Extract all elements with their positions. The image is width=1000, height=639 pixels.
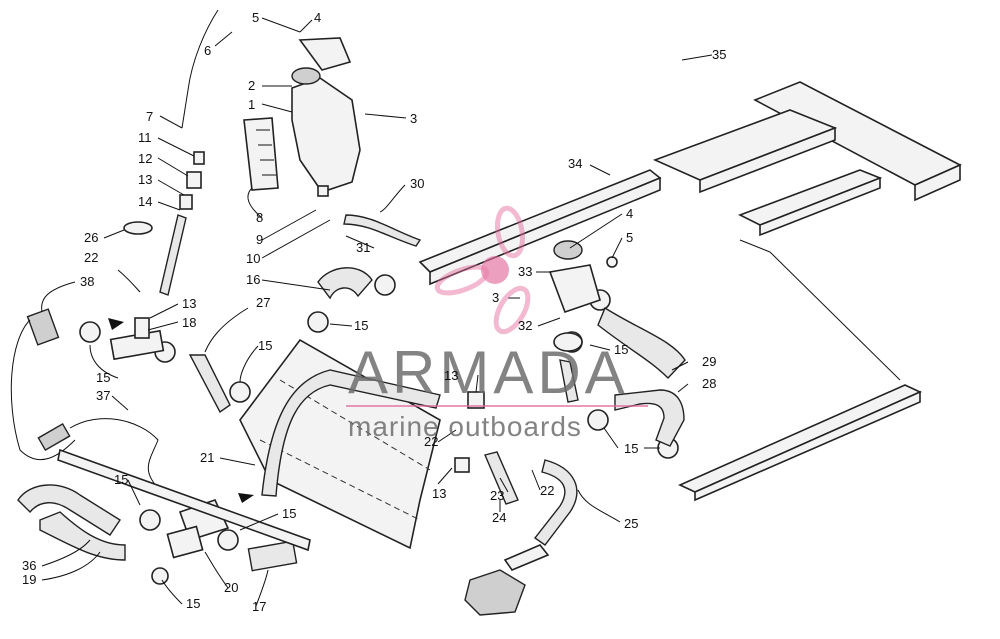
- callout-36: 36: [22, 558, 36, 573]
- callout-6: 6: [204, 43, 211, 58]
- thermostat-housing: [548, 240, 618, 352]
- callout-13c: 13: [444, 368, 458, 383]
- callout-5: 5: [252, 10, 259, 25]
- hose-28: [614, 389, 685, 447]
- callout-13: 13: [138, 172, 152, 187]
- callout-26: 26: [84, 230, 98, 245]
- callout-27: 27: [256, 295, 270, 310]
- armada-watermark: ARMADA marine outboards: [346, 205, 648, 442]
- callout-22: 22: [84, 250, 98, 265]
- callout-15a: 15: [354, 318, 368, 333]
- callout-15d: 15: [614, 342, 628, 357]
- callout-labels: 35 5 4 6 2 1 3 7 11 12 13 14 26 8 9 10 3…: [22, 10, 726, 614]
- water-pump: [464, 544, 550, 616]
- callout-13b: 13: [182, 296, 196, 311]
- hose-24: [484, 451, 519, 505]
- cooling-plate: [239, 338, 441, 550]
- callout-5b: 5: [626, 230, 633, 245]
- hose-29: [597, 306, 686, 380]
- callout-24: 24: [492, 510, 506, 525]
- elbow-16: [317, 267, 373, 300]
- callout-3: 3: [410, 111, 417, 126]
- coolant-reservoir: [291, 37, 361, 197]
- callout-4b: 4: [626, 206, 633, 221]
- callout-20: 20: [224, 580, 238, 595]
- frame-assembly: [418, 81, 962, 502]
- callout-2: 2: [248, 78, 255, 93]
- callout-15g: 15: [282, 506, 296, 521]
- callout-15b: 15: [96, 370, 110, 385]
- callout-15c: 15: [258, 338, 272, 353]
- callout-28: 28: [702, 376, 716, 391]
- callout-12: 12: [138, 151, 152, 166]
- callout-30: 30: [410, 176, 424, 191]
- callout-15h: 15: [186, 596, 200, 611]
- callout-14: 14: [138, 194, 152, 209]
- callout-35: 35: [712, 47, 726, 62]
- temp-sensor-wire: [10, 308, 161, 491]
- hose-27: [188, 354, 231, 414]
- callout-4: 4: [314, 10, 321, 25]
- hose-36: [17, 484, 121, 536]
- callout-8: 8: [256, 210, 263, 225]
- callout-10: 10: [246, 251, 260, 266]
- callout-15e: 15: [624, 441, 638, 456]
- callout-7: 7: [146, 109, 153, 124]
- callout-32: 32: [518, 318, 532, 333]
- callout-31: 31: [356, 240, 370, 255]
- hose-29b: [559, 359, 579, 403]
- hose-19: [39, 511, 126, 561]
- callout-22c: 22: [540, 483, 554, 498]
- hose-17: [247, 540, 298, 572]
- callout-25: 25: [624, 516, 638, 531]
- propeller-logo-icon: [434, 205, 531, 335]
- callout-23: 23: [490, 488, 504, 503]
- arrow-pointer-b: [238, 493, 254, 503]
- callout-3b: 3: [492, 290, 499, 305]
- callout-19: 19: [22, 572, 36, 587]
- callout-22b: 22: [424, 434, 438, 449]
- callout-18: 18: [182, 315, 196, 330]
- fitting-13b: [454, 457, 470, 473]
- callout-37: 37: [96, 388, 110, 403]
- watermark-tagline: marine outboards: [348, 411, 582, 442]
- tee-fitting: [109, 317, 165, 361]
- callout-17: 17: [252, 599, 266, 614]
- callout-38: 38: [80, 274, 94, 289]
- fittings-column: [123, 151, 205, 296]
- arrow-pointer-a: [108, 318, 124, 330]
- hose-30: [343, 214, 422, 247]
- callout-11: 11: [138, 130, 152, 145]
- callout-9: 9: [256, 232, 263, 247]
- bracket-lower: [57, 448, 311, 552]
- callout-1: 1: [248, 97, 255, 112]
- level-decal: [243, 117, 279, 191]
- callout-16: 16: [246, 272, 260, 287]
- callout-33: 33: [518, 264, 532, 279]
- callout-13d: 13: [432, 486, 446, 501]
- callout-15f: 15: [114, 472, 128, 487]
- callout-21: 21: [200, 450, 214, 465]
- hose-25: [533, 459, 578, 546]
- leader-lines: [41, 17, 713, 607]
- callout-29: 29: [702, 354, 716, 369]
- callout-34: 34: [568, 156, 582, 171]
- watermark-brand: ARMADA: [348, 339, 629, 406]
- vent-tube: [181, 9, 219, 129]
